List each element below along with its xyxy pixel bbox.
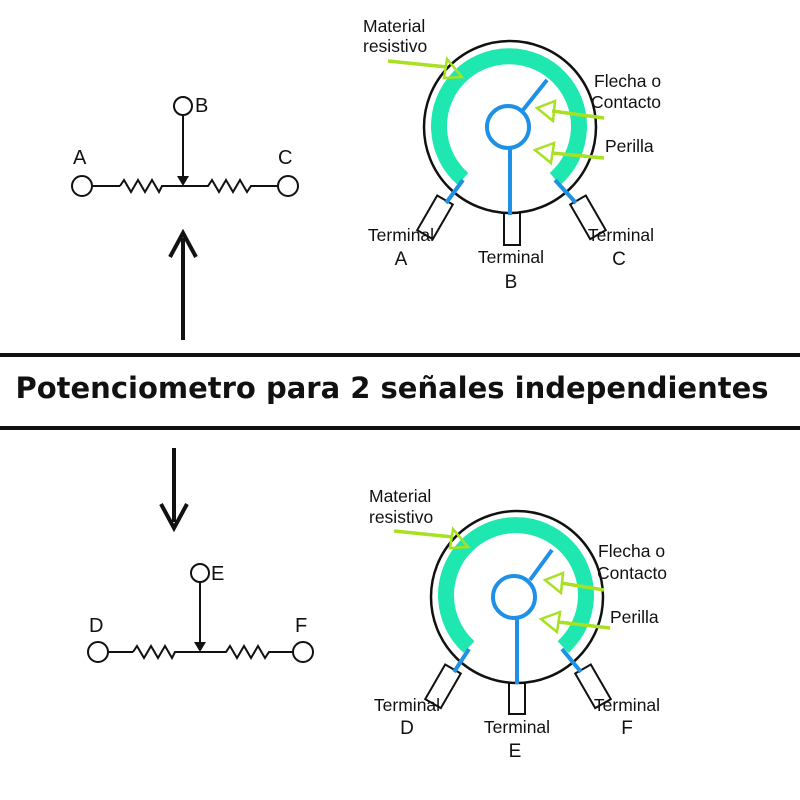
bottom-resistive-track — [438, 517, 594, 653]
bottom-terminal-right-word: Terminal — [594, 695, 660, 715]
bottom-material-label-2: resistivo — [369, 507, 433, 527]
bottom-schematic: D E F — [87, 563, 314, 663]
title-banner: Potenciometro para 2 señales independien… — [0, 353, 800, 430]
bottom-material-arrowhead — [448, 526, 471, 550]
top-lead-wire-left — [444, 178, 465, 205]
top-schematic: A B C — [71, 95, 299, 197]
top-knob-arrowhead — [532, 141, 556, 166]
bottom-resistor-left — [132, 644, 200, 661]
bottom-lead-wire-left — [452, 647, 471, 674]
top-material-label-2: resistivo — [363, 36, 427, 56]
top-contact-label-2: Contacto — [591, 92, 661, 112]
bottom-terminal-right-letter: F — [621, 718, 633, 739]
bottom-knob-pointer — [557, 620, 611, 630]
bottom-terminal-tab-right — [573, 663, 613, 710]
bottom-label-e: E — [211, 563, 224, 585]
top-knob-label: Perilla — [605, 136, 654, 156]
bottom-contact-pointer — [560, 581, 605, 592]
bottom-terminal-left-word: Terminal — [374, 695, 440, 715]
top-pictorial: Material resistivo Flecha o Contacto Per… — [363, 16, 661, 293]
top-lead-wire-right — [553, 178, 578, 205]
bottom-terminal-mid-word: Terminal — [484, 717, 550, 737]
bottom-label-f: F — [295, 615, 307, 637]
top-material-label-1: Material — [363, 16, 425, 36]
top-label-c: C — [278, 147, 292, 169]
bottom-terminal-d-circle — [87, 641, 109, 663]
bottom-wiper-arrowhead — [194, 642, 206, 652]
bottom-terminal-left-letter: D — [400, 718, 414, 739]
top-knob-pointer — [551, 151, 605, 160]
bottom-material-pointer — [393, 529, 454, 539]
top-terminal-left-letter: A — [395, 249, 408, 270]
top-terminal-tab-left — [415, 194, 455, 241]
bottom-knob-arrowhead — [538, 610, 562, 635]
top-terminal-mid-letter: B — [505, 272, 518, 293]
top-terminal-left-word: Terminal — [368, 225, 434, 245]
top-label-b: B — [195, 95, 208, 117]
bottom-knob-label: Perilla — [610, 607, 659, 627]
bottom-contact-label-2: Contacto — [597, 563, 667, 583]
top-terminal-a-circle — [71, 175, 93, 197]
top-material-arrowhead — [442, 56, 465, 80]
bottom-terminal-f-circle — [292, 641, 314, 663]
bottom-pictorial: Material resistivo Flecha o Contacto Per… — [369, 486, 667, 762]
top-terminal-mid-word: Terminal — [478, 247, 544, 267]
top-wiper-arrowhead — [177, 176, 189, 186]
top-label-a: A — [73, 147, 87, 169]
top-material-pointer — [387, 59, 448, 69]
bottom-contact-arrowhead — [542, 571, 565, 596]
bottom-lead-wire-right — [560, 647, 583, 674]
up-arrow — [168, 228, 198, 340]
top-terminal-c-circle — [277, 175, 299, 197]
bottom-material-label-1: Material — [369, 486, 431, 506]
page-title: Potenciometro para 2 señales independien… — [15, 371, 768, 405]
down-arrow — [159, 448, 189, 533]
top-wiper-pointer — [521, 78, 549, 112]
bottom-resistor-right — [200, 644, 292, 660]
top-resistive-track — [431, 48, 587, 186]
bottom-label-d: D — [89, 615, 103, 637]
top-resistor-right — [183, 178, 277, 194]
top-terminal-b-circle — [173, 96, 193, 116]
bottom-wiper-pointer — [528, 548, 554, 582]
top-contact-arrowhead — [534, 99, 557, 124]
bottom-knob-circle — [491, 574, 537, 620]
top-contact-label-1: Flecha o — [594, 71, 661, 91]
bottom-contact-label-1: Flecha o — [598, 541, 665, 561]
top-knob-circle — [485, 104, 531, 150]
bottom-terminal-tab-left — [423, 663, 463, 710]
top-resistor-left — [119, 178, 183, 195]
bottom-terminal-e-circle — [190, 563, 210, 583]
top-terminal-tab-right — [568, 194, 608, 241]
top-terminal-right-letter: C — [612, 249, 626, 270]
bottom-terminal-mid-letter: E — [509, 741, 522, 762]
top-contact-pointer — [551, 109, 605, 120]
top-terminal-right-word: Terminal — [588, 225, 654, 245]
